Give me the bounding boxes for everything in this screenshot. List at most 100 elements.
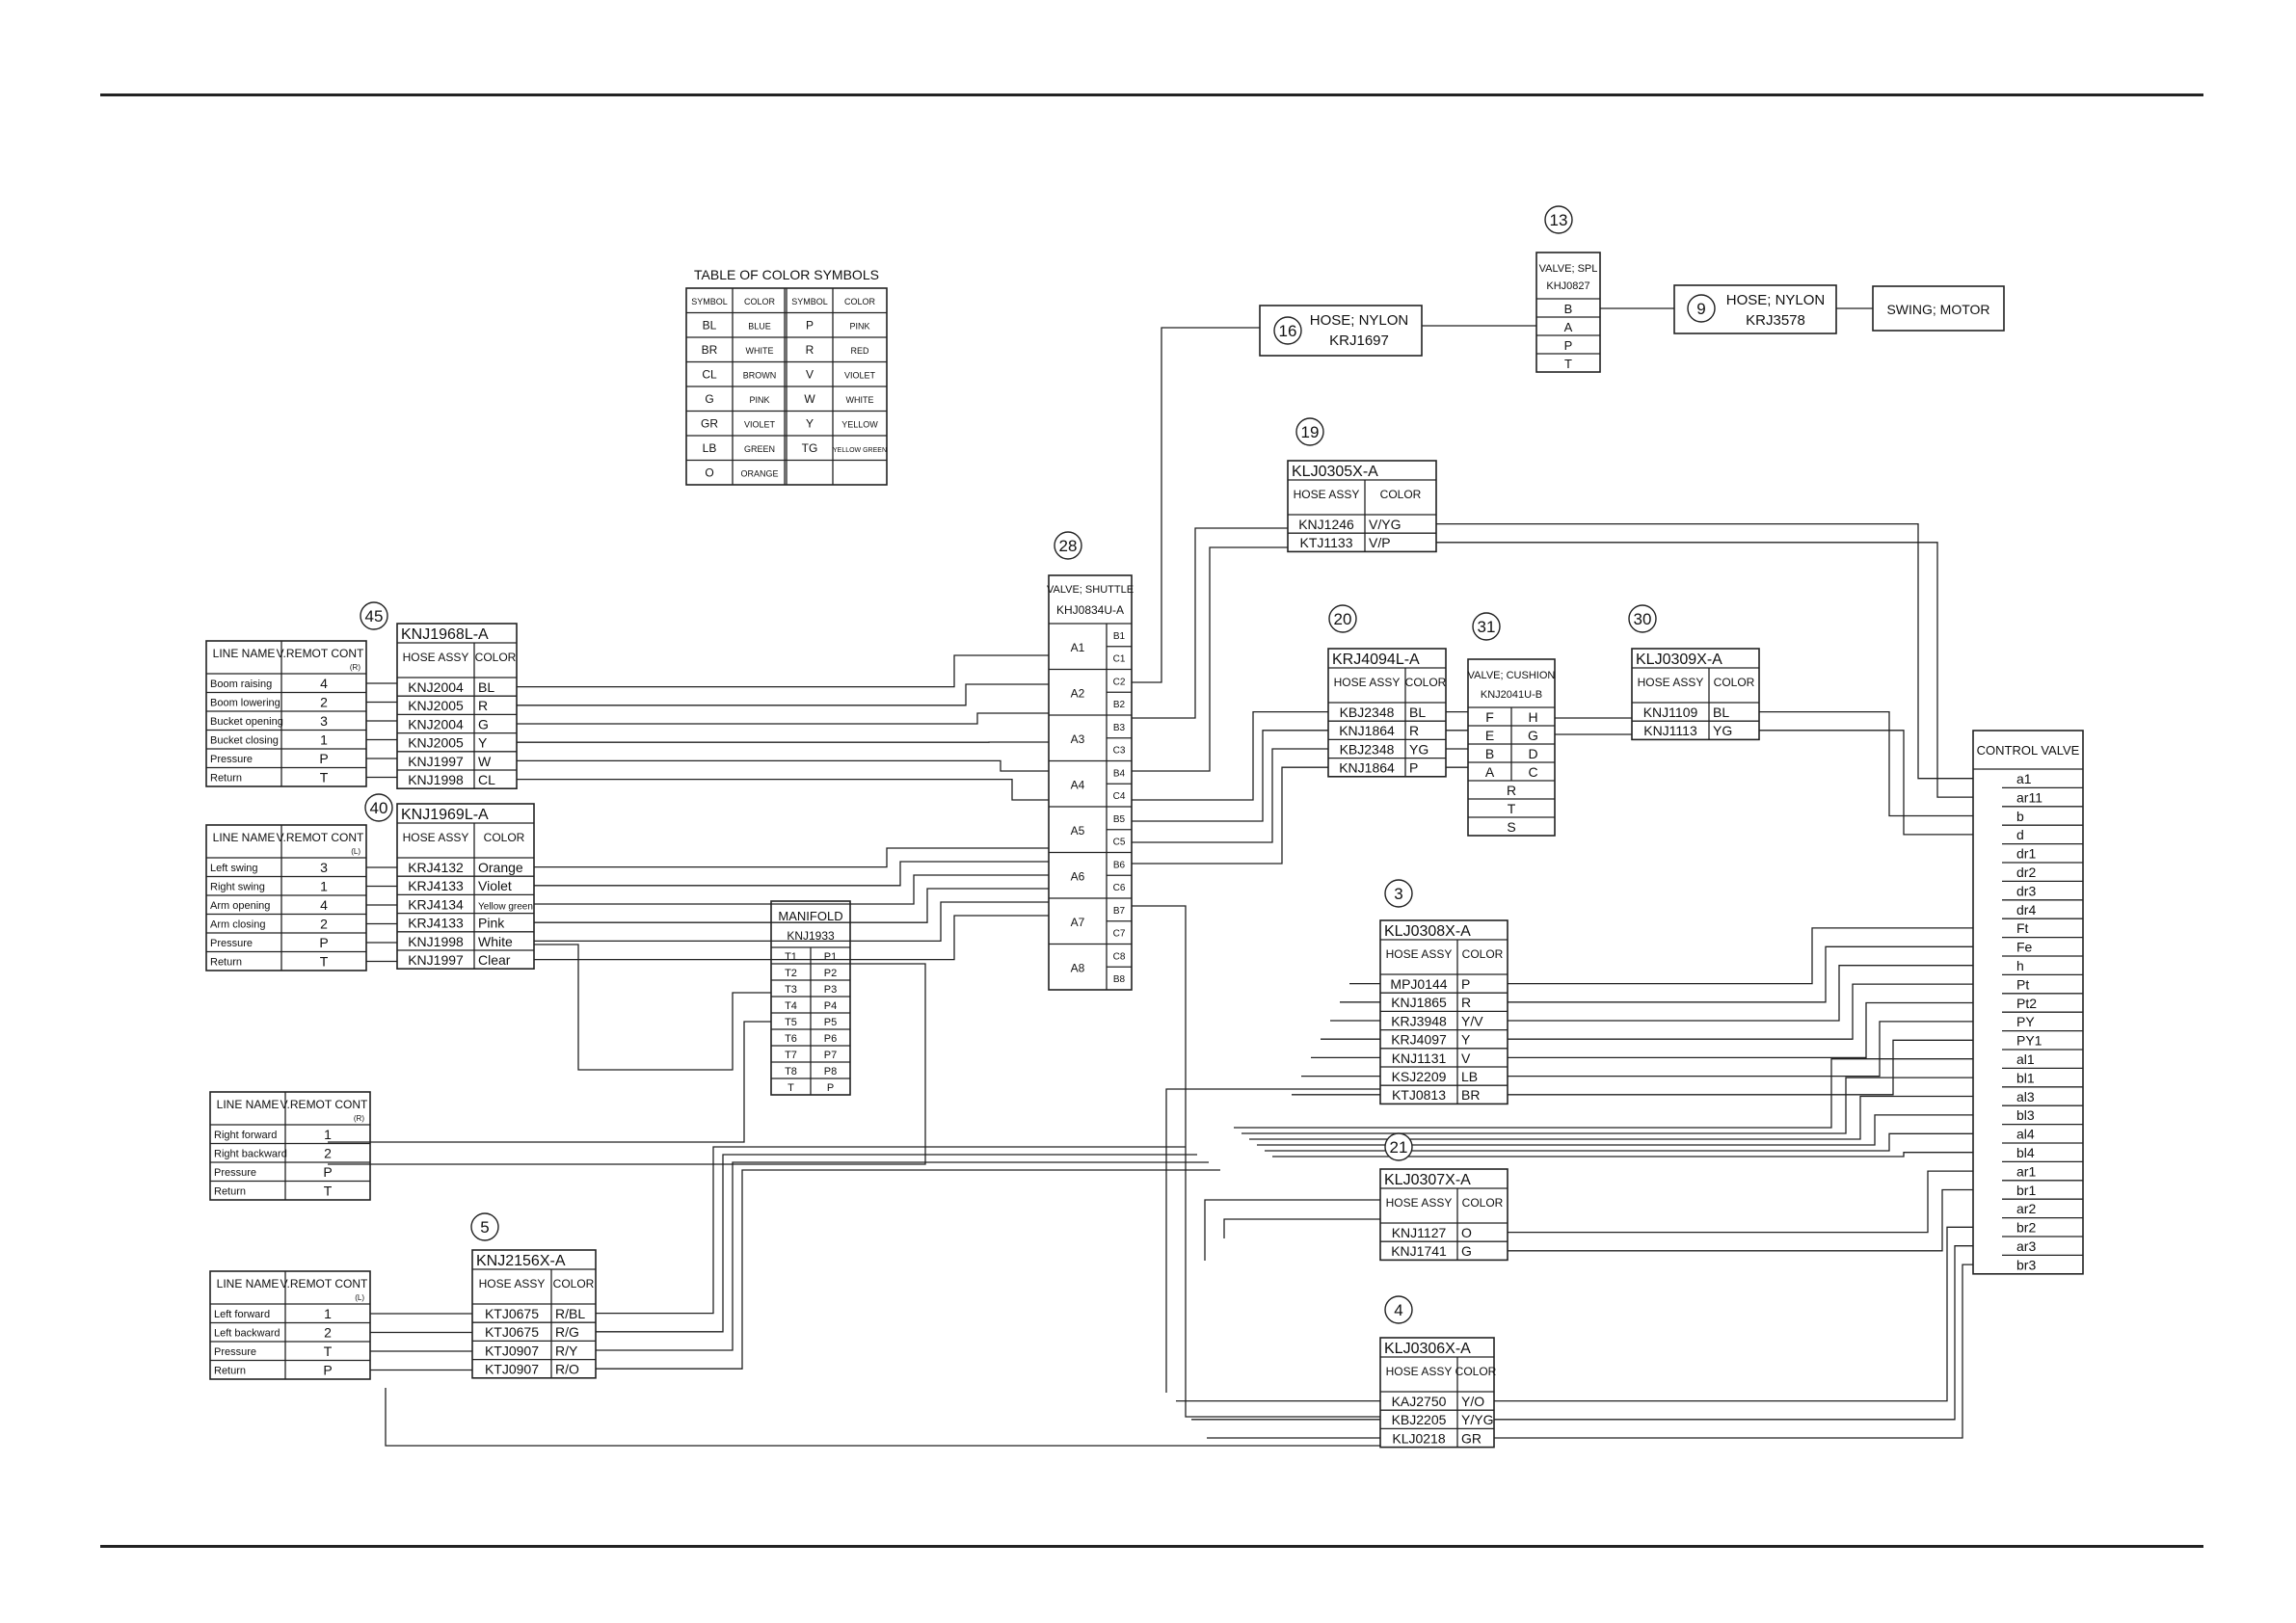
- color-table-cell: YELLOW: [841, 420, 878, 430]
- control-valve-port: ar1: [2016, 1163, 2036, 1179]
- hose-lines: [328, 307, 1973, 1447]
- line-name: Right swing: [210, 882, 265, 893]
- callout-circle: [1687, 294, 1716, 323]
- callout-number: 19: [1301, 423, 1320, 441]
- color-table-cell: CL: [702, 368, 717, 382]
- hose-line: [534, 888, 1049, 923]
- spl-port: A: [1564, 320, 1573, 334]
- hose-part-number: KBJ2205: [1392, 1412, 1447, 1427]
- remote-port: 2: [324, 1325, 332, 1341]
- hose-line: [517, 683, 1049, 706]
- color-table-title: TABLE OF COLOR SYMBOLS: [694, 267, 879, 282]
- line-name: Return: [210, 957, 242, 969]
- cell-border: [1379, 1337, 1495, 1449]
- hose-color: GR: [1461, 1430, 1482, 1446]
- hose-line: [596, 1154, 1197, 1333]
- spl-port: P: [1564, 338, 1573, 353]
- hose-color: YG: [1409, 741, 1428, 757]
- control-valve-port: dr2: [2016, 865, 2036, 880]
- table-header: COLOR: [1714, 676, 1755, 689]
- color-table-cell: O: [705, 466, 713, 480]
- hose-part-number: KNJ2004: [408, 716, 464, 732]
- remote-port: 2: [320, 917, 328, 932]
- callout-circle: [1384, 1132, 1413, 1161]
- callout-number: 20: [1334, 610, 1352, 628]
- hose-part-number: KLJ0218: [1392, 1430, 1445, 1446]
- hose-part-number: KNJ1113: [1643, 723, 1697, 738]
- cell-border: [396, 803, 535, 970]
- table-header: COLOR: [1462, 947, 1504, 961]
- hose-color: Violet: [478, 878, 512, 893]
- manifold-port: P8: [824, 1066, 837, 1078]
- remote-port: T: [324, 1184, 333, 1199]
- hose-line: [596, 1169, 1220, 1370]
- table-header: HOSE ASSY: [1334, 676, 1401, 689]
- control-valve-port: Pt: [2016, 976, 2029, 992]
- hose-9-line2: KRJ3578: [1746, 312, 1805, 329]
- manifold-part: KNJ1933: [787, 929, 835, 943]
- control-valve-port: h: [2016, 958, 2024, 973]
- line-name: Boom lowering: [210, 698, 280, 709]
- line-name: Right backward: [214, 1149, 287, 1160]
- callout-number: 28: [1059, 537, 1078, 555]
- hose-line: [1272, 1152, 1973, 1157]
- hose-color: Y/O: [1461, 1394, 1484, 1409]
- callout-number: 3: [1394, 885, 1402, 903]
- remote-port: 1: [324, 1127, 332, 1142]
- manifold-port: T: [788, 1082, 794, 1094]
- hose-color: R: [478, 698, 488, 713]
- hose-line: [1508, 927, 1973, 985]
- control-valve-title: CONTROL VALVE: [1977, 743, 2080, 758]
- color-table-cell: YELLOW GREEN: [833, 447, 887, 454]
- callout-number: 9: [1696, 300, 1705, 318]
- line-name: Return: [210, 773, 242, 785]
- hose-color: YG: [1713, 723, 1732, 738]
- hose-line: [1132, 730, 1328, 822]
- hose-part-number: KBJ2348: [1340, 705, 1395, 720]
- hose-color: G: [1461, 1243, 1472, 1259]
- color-table-cell: GREEN: [744, 444, 775, 454]
- cushion-port: B: [1485, 746, 1494, 761]
- control-valve-port: b: [2016, 809, 2024, 824]
- line-name: Pressure: [210, 938, 253, 949]
- color-table-cell: Y: [806, 417, 814, 431]
- cell-border: [1379, 919, 1508, 1105]
- hose-part-number: KNJ1127: [1392, 1225, 1447, 1240]
- hose-color: V/P: [1369, 535, 1391, 550]
- cell-border: [1673, 284, 1837, 334]
- hose-part-number: KNJ1997: [408, 754, 464, 769]
- callout-number: 31: [1478, 618, 1496, 636]
- manifold-port: P5: [824, 1017, 837, 1028]
- control-valve-port: bl3: [2016, 1107, 2035, 1123]
- remote-port: T: [324, 1344, 333, 1359]
- hose-line: [328, 1021, 771, 1143]
- color-table-cell: V: [806, 368, 814, 382]
- hose-line: [1223, 1218, 1380, 1238]
- hose-table-title: KRJ4094L-A: [1332, 652, 1420, 668]
- hose-color: Y: [1461, 1032, 1471, 1048]
- control-valve-port: PY1: [2016, 1033, 2042, 1049]
- cell-border: [1259, 305, 1423, 357]
- hose-line: [517, 778, 1049, 801]
- spl-part: KHJ0827: [1546, 280, 1589, 292]
- hose-line: [1204, 1199, 1380, 1261]
- hose-line: [517, 712, 1049, 725]
- table-header: HOSE ASSY: [1386, 1365, 1453, 1378]
- cell-border: [1327, 648, 1447, 778]
- line-name: Arm opening: [210, 900, 270, 912]
- hose-part-number: KNJ2004: [408, 679, 464, 695]
- line-name: Pressure: [214, 1167, 256, 1179]
- control-valve-port: dr3: [2016, 883, 2036, 898]
- cushion-port: D: [1528, 746, 1537, 761]
- callout-number: 13: [1550, 211, 1568, 229]
- remote-port: 1: [320, 732, 328, 748]
- line-name: Boom raising: [210, 678, 272, 690]
- control-valve-port: a1: [2016, 771, 2032, 786]
